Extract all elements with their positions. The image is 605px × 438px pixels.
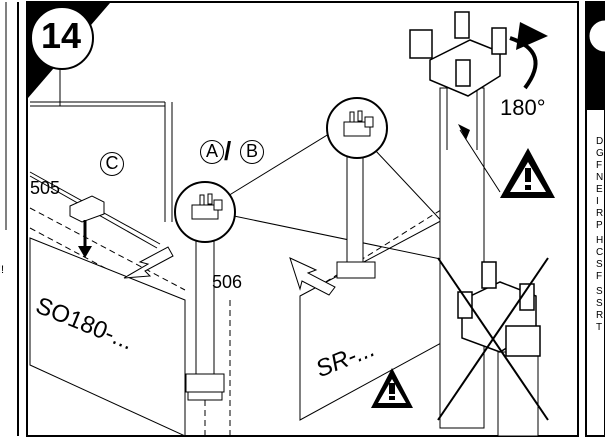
part-505-label: 505: [30, 178, 61, 198]
right-panel-letter: S: [596, 286, 603, 297]
right-panel-letter: F: [596, 271, 603, 282]
part-a-circle: [200, 140, 224, 164]
right-panel-letter: S: [596, 259, 603, 270]
right-panel-letter: F: [596, 160, 603, 171]
part-b-label: B: [245, 141, 258, 161]
right-panel-letter: G: [596, 148, 604, 159]
right-panel-letter: P: [596, 220, 603, 231]
part-separator: /: [224, 136, 232, 166]
part-506-label: 506: [212, 272, 243, 292]
right-panel-letter: T: [596, 322, 603, 333]
left-panel-edge: [5, 2, 19, 436]
step-number: 14: [40, 15, 82, 56]
right-panel-letter: E: [596, 184, 603, 195]
right-panel-letter: R: [596, 310, 604, 321]
left-edge-text: !!: [0, 264, 5, 276]
part-b-circle: [240, 140, 264, 164]
rotation-label: 180°: [500, 95, 546, 120]
right-panel-letter: S: [596, 298, 603, 309]
step-number-badge: [30, 6, 94, 70]
part-c-circle: [100, 152, 124, 176]
right-panel-letter: N: [596, 172, 604, 183]
right-panel-letters: D G F N E I R P H C S F S S R T: [594, 136, 605, 436]
right-panel-letter: D: [596, 136, 604, 147]
right-panel-letter: R: [596, 208, 604, 219]
right-panel-letter: H: [596, 235, 604, 246]
right-panel-letter: C: [596, 247, 604, 258]
part-a-label: A: [205, 141, 218, 161]
right-panel-letter: I: [596, 196, 599, 207]
part-c-label: C: [105, 153, 119, 173]
